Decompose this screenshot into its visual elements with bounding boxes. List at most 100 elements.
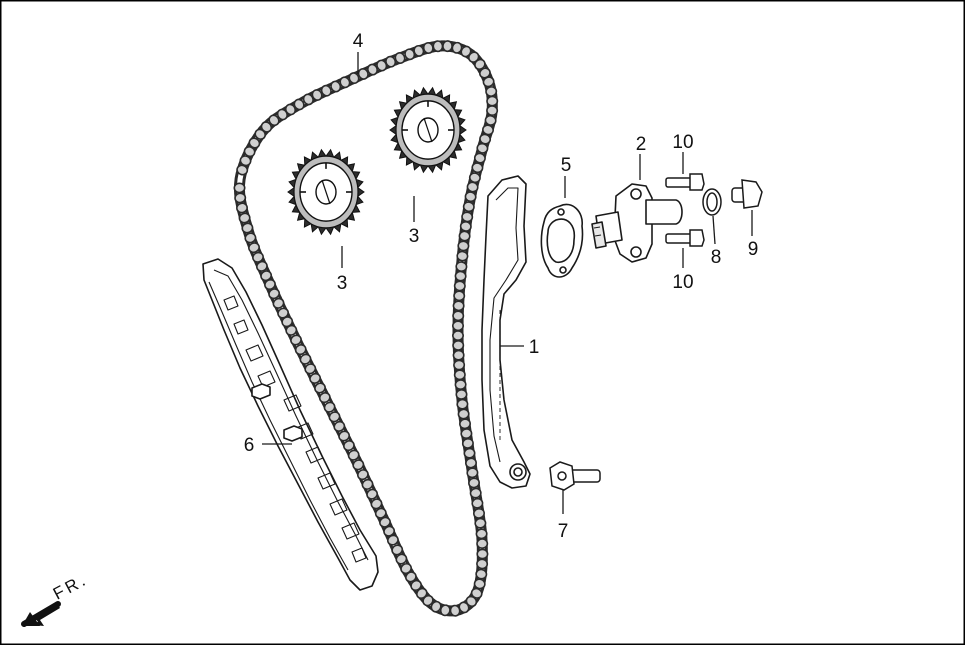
chain-guide	[202, 258, 379, 591]
chain-link	[462, 201, 475, 213]
chain-link	[347, 449, 360, 461]
chain-link	[234, 192, 247, 204]
chain-link	[452, 320, 464, 332]
chain-link	[452, 349, 465, 361]
camshaft-sprocket-left	[287, 148, 365, 236]
chain-link	[311, 89, 323, 101]
chain-link	[453, 280, 466, 292]
flange-bolt-upper	[665, 173, 705, 191]
tensioner-gasket	[540, 203, 584, 278]
chain-link	[391, 544, 404, 556]
callout-10-lower: 10	[672, 272, 693, 293]
chain-link	[366, 488, 378, 500]
chain-link	[233, 182, 246, 194]
chain-link	[454, 270, 467, 282]
chain-link	[244, 232, 257, 244]
chain-link	[430, 600, 442, 613]
sprocket-hub-mark	[321, 179, 331, 205]
chain-link	[361, 478, 374, 490]
chain-link	[475, 568, 488, 580]
callout-8: 8	[711, 247, 722, 268]
chain-link	[461, 211, 474, 223]
chain-link	[471, 162, 484, 174]
chain-link	[366, 63, 379, 76]
chain-link	[374, 507, 387, 519]
chain-link	[455, 261, 468, 273]
chain-link	[293, 98, 305, 111]
chain-link	[464, 191, 477, 203]
chain-link	[471, 497, 484, 509]
timing-chain	[233, 40, 499, 617]
chain-link	[352, 459, 365, 471]
chain-link	[453, 359, 466, 371]
chain-link	[442, 40, 453, 53]
chain-link	[294, 344, 307, 356]
chain-link	[486, 105, 499, 117]
chain-link	[290, 334, 302, 346]
chain-link	[260, 270, 273, 282]
chain-link	[432, 40, 444, 53]
chain-link	[248, 137, 261, 149]
chain-link	[395, 553, 408, 565]
callout-4: 4	[353, 31, 364, 52]
chain-link	[323, 401, 336, 413]
chain-link	[452, 310, 465, 322]
chain-link	[241, 222, 254, 234]
chain-link	[339, 76, 351, 89]
chain-link	[456, 398, 469, 410]
chain-link	[466, 467, 479, 479]
chain-link	[449, 604, 461, 617]
chain-link	[453, 290, 466, 302]
chain-link	[400, 562, 412, 575]
chain-link	[461, 437, 474, 449]
chain-tensioner-guide	[481, 175, 531, 489]
chain-tensioner-lifter	[591, 183, 683, 263]
callout-2: 2	[636, 134, 647, 155]
chain-link	[460, 428, 473, 440]
callout-5: 5	[561, 155, 572, 176]
chain-link	[320, 84, 332, 97]
chain-link	[452, 339, 465, 351]
chain-link	[328, 411, 341, 423]
callout-3-left: 3	[337, 273, 348, 294]
flange-bolt-lower	[665, 229, 705, 247]
chain-link	[474, 517, 487, 529]
callout-10-upper: 10	[672, 132, 693, 153]
chain-link	[452, 330, 464, 342]
chain-link	[238, 212, 251, 224]
chain-link	[277, 307, 289, 319]
chain-link	[455, 388, 468, 400]
chain-link	[348, 72, 360, 84]
chain-link	[452, 300, 465, 312]
callout-3-right: 3	[409, 226, 420, 247]
chain-link	[453, 369, 466, 381]
chain-link	[394, 52, 406, 64]
camshaft-sprocket-right	[389, 86, 467, 174]
chain-link	[476, 142, 489, 154]
chain-link	[458, 230, 471, 242]
callout-7: 7	[558, 521, 569, 542]
chain-link	[304, 363, 317, 375]
chain-link	[314, 382, 326, 394]
chain-link	[454, 379, 467, 391]
chain-link	[473, 507, 485, 519]
chain-link	[357, 469, 369, 481]
chain-link	[268, 288, 281, 300]
chain-link	[459, 418, 471, 430]
leader-lines	[262, 52, 753, 514]
chain-link	[268, 114, 280, 127]
chain-link	[476, 548, 489, 560]
chain-link	[318, 392, 331, 404]
chain-link	[370, 498, 383, 510]
chain-link	[385, 55, 397, 68]
pivot-bolt	[549, 461, 601, 491]
chain-link	[468, 477, 480, 489]
chain-link	[463, 447, 476, 459]
chain-link	[260, 121, 273, 133]
chain-link	[299, 353, 312, 365]
chain-link	[330, 80, 342, 93]
chain-link	[482, 76, 495, 88]
chain-link	[456, 250, 469, 262]
tensioner-plug	[731, 179, 763, 209]
